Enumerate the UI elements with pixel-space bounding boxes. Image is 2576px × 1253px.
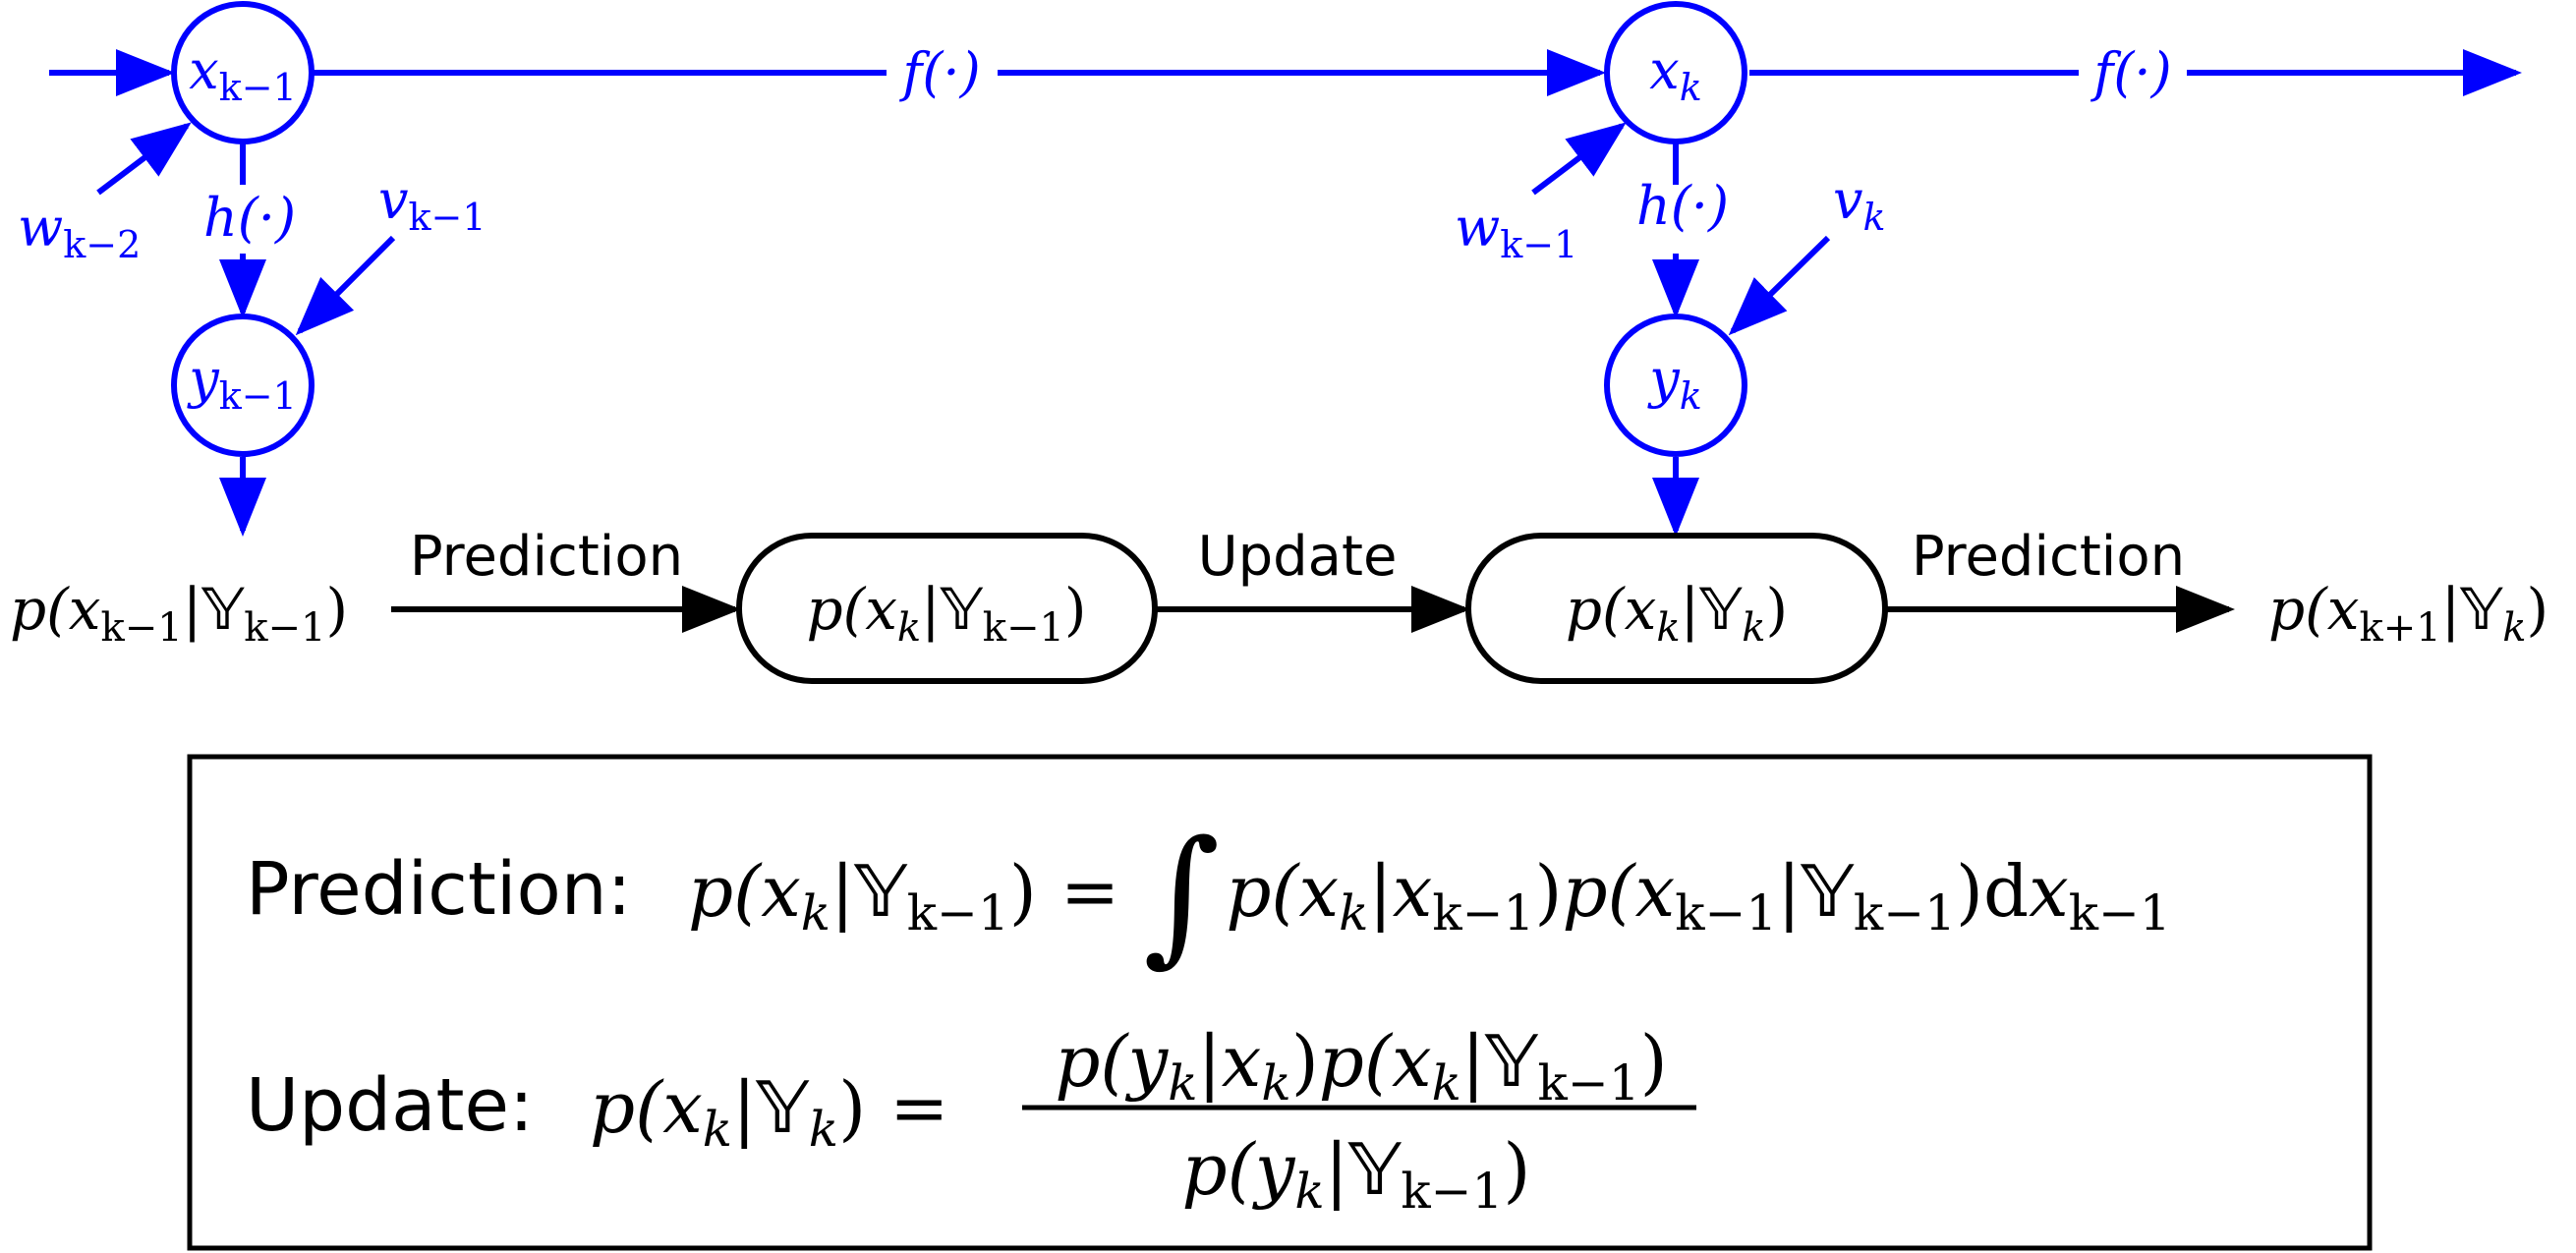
update-numerator: p(yk|xk)p(xk|𝕐k−1): [1055, 1020, 1667, 1111]
predicted-belief-expression: p(xk|𝕐k−1): [806, 576, 1086, 651]
update-denominator: p(yk|𝕐k−1): [1182, 1128, 1531, 1220]
state-node-prev: [171, 1, 315, 144]
measurement-function-label-1: h(·): [203, 187, 296, 249]
process-noise-label-2: wk−1: [1455, 197, 1577, 266]
process-noise-arrow-2: [1531, 122, 1627, 196]
observation-label-cur: yk: [1647, 348, 1702, 418]
state-label-cur: xk: [1649, 39, 1702, 109]
prediction-step-label-2: Prediction: [1912, 525, 2185, 589]
equations: Prediction: p(xk|𝕐k−1)=∫p(xk|xk−1)p(xk−1…: [246, 810, 2171, 1220]
observation-node-prev: [171, 313, 315, 457]
next-belief-expression: p(xk+1|𝕐k): [2268, 576, 2548, 651]
prior-belief-expression: p(xk−1|𝕐k−1): [10, 576, 348, 651]
equation-box: [187, 754, 2373, 1251]
state-node-cur: [1604, 1, 1747, 144]
filter-labels: Prediction Update Prediction p(xk−1|𝕐k−1…: [10, 525, 2548, 651]
process-noise-label-1: wk−2: [18, 197, 141, 266]
filter-recursion: [391, 533, 2235, 684]
measurement-noise-arrow-2: [1728, 235, 1831, 336]
updated-belief-expression: p(xk|𝕐k): [1566, 576, 1788, 651]
state-label-prev: xk−1: [189, 39, 297, 109]
prediction-equation: p(xk|𝕐k−1)=∫p(xk|xk−1)p(xk−1|𝕐k−1)dxk−1: [688, 810, 2171, 981]
predicted-belief-box: [736, 533, 1158, 684]
update-step-label: Update: [1198, 525, 1398, 589]
observation-label-prev: yk−1: [187, 348, 297, 418]
process-noise-arrow-1: [96, 122, 192, 196]
transition-function-label-2: f(·): [2089, 41, 2171, 103]
measurement-noise-label-1: vk−1: [378, 169, 487, 239]
measurement-function-label-2: h(·): [1636, 175, 1729, 237]
observation-node-cur: [1604, 313, 1747, 457]
prediction-equation-label: Prediction:: [246, 847, 632, 932]
measurement-noise-arrow-1: [295, 235, 396, 336]
transition-function-label-1: f(·): [898, 41, 980, 103]
updated-belief-box: [1465, 533, 1888, 684]
model-labels: xk−1 xk yk−1 yk f(·) f(·) h(·) h(·) wk−2…: [18, 39, 2172, 418]
update-equation-lhs: p(xk|𝕐k)=: [590, 1066, 948, 1158]
prediction-step-label-1: Prediction: [410, 525, 683, 589]
measurement-noise-label-2: vk: [1833, 169, 1886, 239]
update-equation-label: Update:: [246, 1063, 534, 1148]
state-space-model: [49, 1, 2522, 537]
